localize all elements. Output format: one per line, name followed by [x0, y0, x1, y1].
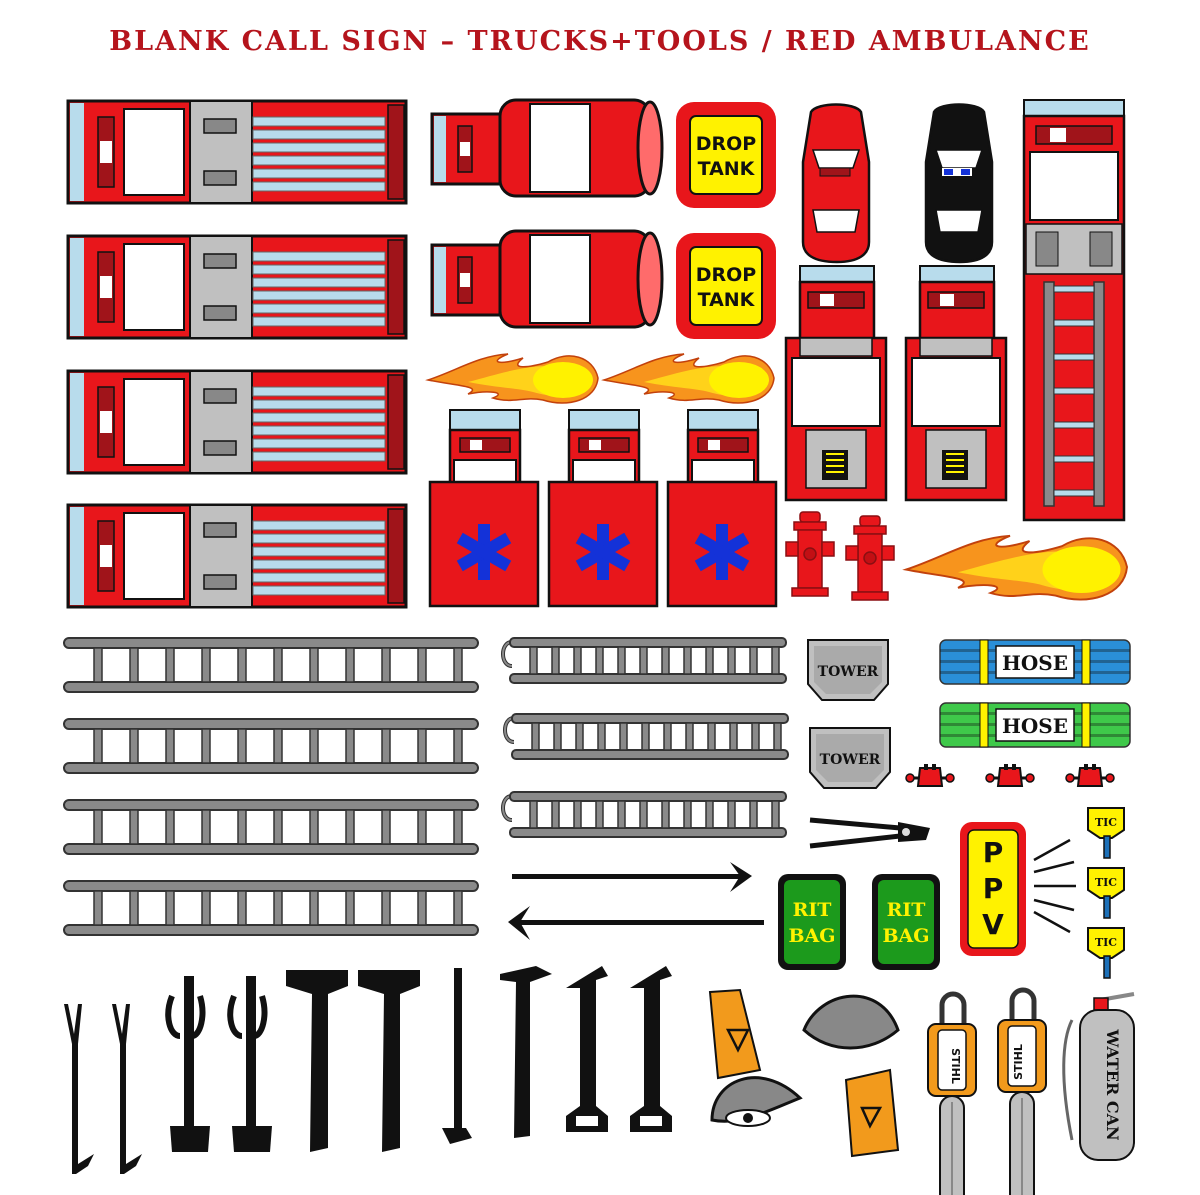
flathead-axe-2 — [358, 970, 420, 1152]
svg-text:DROP: DROP — [696, 264, 757, 286]
ground-ladder-4 — [63, 880, 479, 936]
svg-text:P: P — [983, 872, 1004, 905]
flathead-axe-1 — [286, 970, 348, 1152]
tic-camera-3: TIC — [1087, 927, 1125, 979]
svg-text:BAG: BAG — [788, 925, 835, 947]
d-handle-hook-1 — [566, 966, 608, 1132]
svg-text:BAG: BAG — [882, 925, 929, 947]
ambulance-2 — [547, 408, 659, 608]
tanker-truck-2 — [430, 229, 664, 329]
engine-vertical-2 — [904, 264, 1008, 502]
halligan-bar-2 — [112, 1004, 142, 1174]
ladder-truck — [1022, 99, 1126, 522]
engine-truck-1 — [66, 99, 408, 205]
svg-text:P: P — [983, 836, 1004, 869]
d-handle-hook-2 — [630, 966, 672, 1132]
svg-text:RIT: RIT — [887, 899, 926, 921]
roof-ladder-2 — [503, 712, 790, 761]
engine-truck-2 — [66, 234, 408, 340]
scba-pack-3 — [1064, 762, 1116, 788]
rit-bag-2: RIT BAG — [872, 874, 940, 970]
svg-text:V: V — [982, 908, 1004, 941]
svg-text:HOSE: HOSE — [1002, 714, 1068, 738]
chainsaw-2: STIHL — [998, 990, 1046, 1195]
water-can-extinguisher: WATER CAN — [1062, 992, 1135, 1161]
svg-text:TOWER: TOWER — [818, 664, 879, 680]
svg-text:TIC: TIC — [1095, 876, 1117, 889]
hook-tool — [442, 968, 472, 1144]
svg-text:TANK: TANK — [698, 158, 756, 180]
page-title: BLANK CALL SIGN – TRUCKS+TOOLS / RED AMB… — [109, 26, 1091, 57]
scba-pack-2 — [984, 762, 1036, 788]
pike-pole-1 — [512, 862, 752, 892]
tic-camera-1: TIC — [1087, 807, 1125, 859]
svg-text:TIC: TIC — [1095, 816, 1117, 829]
hose-green: HOSE — [939, 702, 1131, 748]
svg-text:RIT: RIT — [793, 899, 832, 921]
svg-text:HOSE: HOSE — [1002, 651, 1068, 675]
pike-pole-2 — [508, 906, 764, 940]
flame-2 — [603, 353, 775, 404]
hydrant-1 — [785, 511, 835, 597]
engine-truck-3 — [66, 369, 408, 475]
tower-sign-1: TOWER — [807, 639, 889, 701]
bolt-cutters — [809, 817, 930, 849]
roof-ladder-3 — [501, 790, 788, 839]
svg-text:WATER CAN: WATER CAN — [1103, 1028, 1122, 1140]
hydrant-2 — [845, 515, 895, 601]
ambulance-3 — [666, 408, 778, 608]
irons-set-2 — [230, 976, 272, 1152]
hose-blue: HOSE — [939, 639, 1131, 685]
pick-head-axe — [500, 966, 552, 1138]
drop-tank-sign-1: DROP TANK — [675, 101, 777, 209]
ppv-fan: P P V — [960, 822, 1076, 956]
tanker-truck-1 — [430, 98, 664, 198]
chainsaw-1: STIHL — [928, 994, 976, 1195]
scba-pack-1 — [904, 762, 956, 788]
ground-ladder-2 — [63, 718, 479, 774]
red-car — [801, 103, 871, 264]
ambulance-1 — [428, 408, 540, 608]
tower-sign-2: TOWER — [809, 727, 891, 789]
rit-bag-1: RIT BAG — [778, 874, 846, 970]
halligan-bar-1 — [64, 1004, 94, 1174]
tic-camera-2: TIC — [1087, 867, 1125, 919]
engine-vertical-1 — [784, 264, 888, 502]
roof-ladder-1 — [501, 636, 788, 685]
ground-ladder-1 — [63, 637, 479, 693]
drop-tank-sign-2: DROP TANK — [675, 232, 777, 340]
flame-large — [905, 534, 1128, 601]
ground-ladder-3 — [63, 799, 479, 855]
svg-text:STIHL: STIHL — [949, 1048, 962, 1084]
svg-text:TOWER: TOWER — [820, 752, 881, 768]
rotary-saw-1 — [708, 988, 803, 1127]
engine-truck-4 — [66, 503, 408, 609]
irons-set-1 — [168, 976, 210, 1152]
svg-text:DROP: DROP — [696, 133, 757, 155]
police-car — [924, 103, 994, 264]
svg-text:TANK: TANK — [698, 289, 756, 311]
flame-1 — [427, 353, 599, 404]
svg-text:STIHL: STIHL — [1012, 1044, 1025, 1080]
svg-text:TIC: TIC — [1095, 936, 1117, 949]
rotary-saw-2 — [802, 994, 900, 1158]
